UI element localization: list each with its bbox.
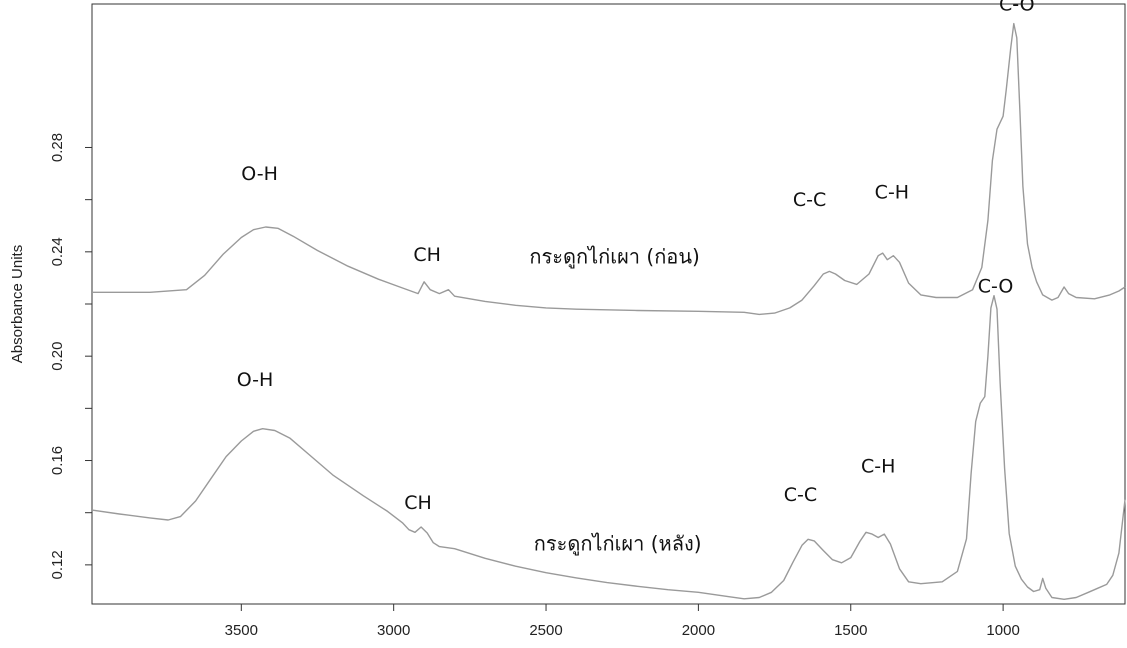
series-name-label: กระดูกไก่เผา (หลัง)	[534, 532, 702, 557]
peak-label: C-C	[793, 189, 826, 211]
peak-label: C-O	[978, 275, 1014, 297]
x-tick-label: 2500	[529, 622, 562, 639]
y-tick-label: 0.28	[49, 133, 66, 162]
x-tick-label: 1000	[986, 622, 1019, 639]
series-layer	[91, 22, 1126, 600]
peak-label: C-H	[875, 181, 909, 203]
x-tick-label: 3500	[225, 622, 258, 639]
peak-label: O-H	[241, 163, 278, 185]
spectrum-line-1	[92, 22, 1126, 316]
x-tick-label: 3000	[377, 622, 410, 639]
peak-label: CH	[404, 492, 432, 514]
spectrum-line-2	[91, 295, 1126, 600]
y-axis: 0.12 0.16 0.20 0.24 0.28	[49, 133, 92, 579]
plot-frame	[91, 3, 1126, 605]
y-tick-label: 0.24	[49, 237, 66, 266]
peak-label: C-H	[861, 455, 895, 477]
x-tick-label: 2000	[682, 622, 715, 639]
peak-label: CH	[413, 244, 441, 266]
y-axis-label: Absorbance Units	[9, 245, 26, 363]
y-tick-label: 0.12	[49, 550, 66, 579]
y-tick-label: 0.16	[49, 446, 66, 475]
peak-label: C-C	[784, 484, 817, 506]
peak-label: O-H	[237, 369, 274, 391]
peak-label: C-O	[999, 0, 1035, 16]
annotation-layer: O-H CH C-C C-H C-O กระดูกไก่เผา (ก่อน) O-H CH C-…	[237, 0, 1035, 557]
x-tick-label: 1500	[834, 622, 867, 639]
y-tick-label: 0.20	[49, 342, 66, 371]
series-name-label: กระดูกไก่เผา (ก่อน)	[529, 245, 699, 270]
x-axis: 3500 3000 2500 2000 1500 1000	[225, 604, 1020, 639]
